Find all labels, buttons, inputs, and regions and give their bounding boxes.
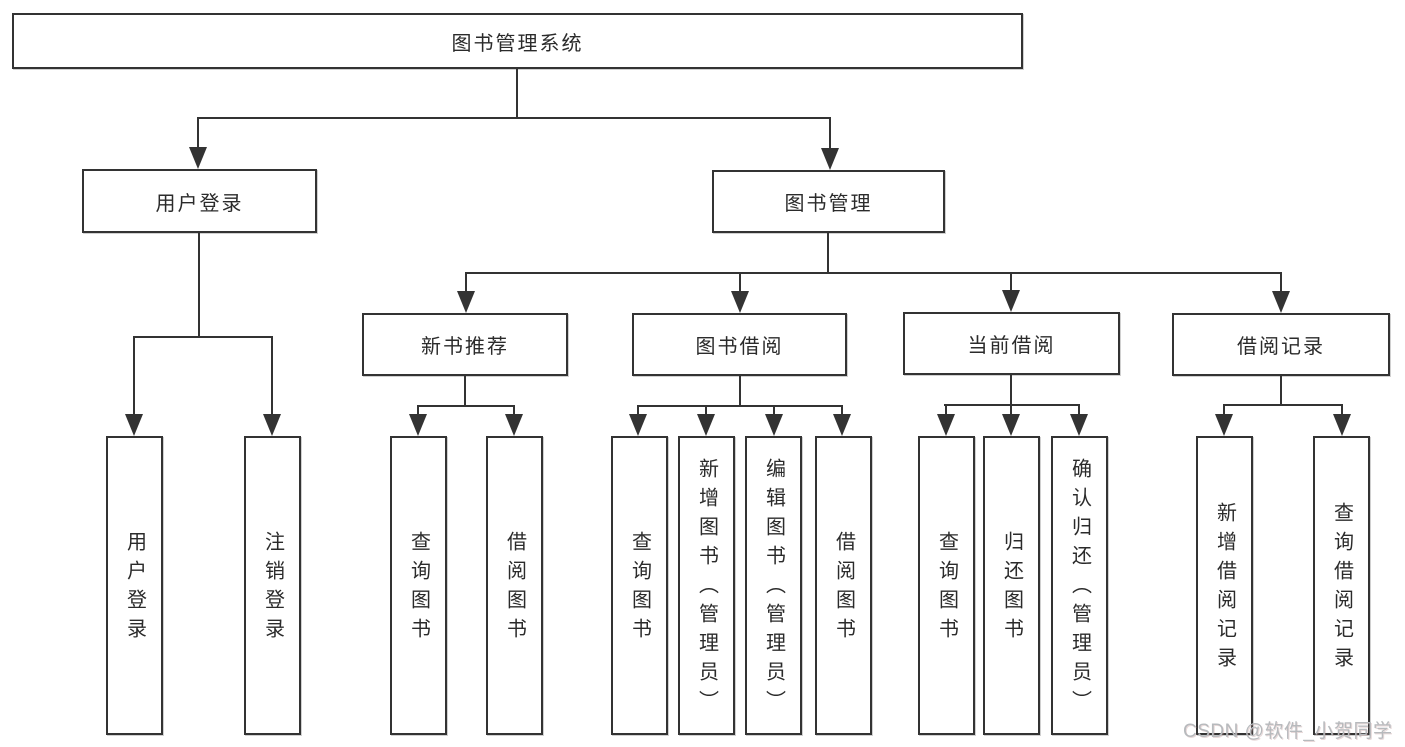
connector-section-stem (1010, 375, 1012, 406)
leaf-edit-book-admin: 编辑图书（管理员） (745, 436, 802, 735)
arrowhead-down-icon (1002, 290, 1020, 312)
node-current-borrow: 当前借阅 (903, 312, 1120, 375)
leaf-add-book-admin-label: 新增图书（管理员） (695, 458, 718, 719)
leaf-recommend-query-books: 查询图书 (390, 436, 447, 735)
node-borrow-records-label: 借阅记录 (1237, 336, 1325, 358)
leaf-recommend-query-books-label: 查询图书 (407, 530, 430, 647)
leaf-return-books-label: 归还图书 (1000, 530, 1023, 647)
connector-section-bus (944, 404, 1080, 406)
connector-line (829, 117, 831, 150)
leaf-logout: 注销登录 (244, 436, 301, 735)
csdn-watermark: CSDN @软件_小贺同学 (1183, 721, 1393, 742)
leaf-query-borrow-record: 查询借阅记录 (1313, 436, 1370, 735)
node-book-management-label: 图书管理 (784, 193, 873, 215)
leaf-recommend-borrow-books-label: 借阅图书 (503, 530, 526, 647)
node-current-borrow-label: 当前借阅 (967, 335, 1056, 357)
connector-line (773, 405, 775, 416)
connector-section-stem (739, 376, 741, 407)
connector-line (1078, 404, 1080, 416)
leaf-borrow-query-books: 查询图书 (611, 436, 668, 735)
connector-section-stem (1280, 376, 1282, 406)
arrowhead-down-icon (833, 414, 851, 436)
connector-section-stem (464, 376, 466, 407)
node-borrow-records: 借阅记录 (1172, 313, 1390, 376)
connector-root-bus (197, 117, 831, 119)
connector-line (705, 405, 707, 416)
node-book-borrow: 图书借阅 (632, 313, 847, 376)
node-user-login-label: 用户登录 (155, 192, 244, 215)
arrowhead-down-icon (505, 414, 523, 436)
node-new-book-recommend-label: 新书推荐 (421, 336, 509, 358)
arrowhead-down-icon (1333, 414, 1351, 436)
leaf-user-login-label: 用户登录 (123, 530, 146, 647)
connector-section-bus (1223, 404, 1343, 406)
arrowhead-down-icon (1215, 414, 1233, 436)
arrowhead-down-icon (457, 291, 475, 313)
connector-login-bus (133, 336, 273, 338)
connector-mgmt-stem (827, 233, 829, 274)
connector-mgmt-bus (465, 272, 1282, 274)
connector-section-bus (417, 405, 515, 407)
connector-line (417, 405, 419, 416)
arrowhead-down-icon (937, 414, 955, 436)
leaf-current-query-books-label: 查询图书 (935, 530, 958, 647)
arrowhead-down-icon (1070, 414, 1088, 436)
leaf-add-borrow-record-label: 新增借阅记录 (1213, 501, 1236, 676)
connector-login-stem (198, 233, 200, 338)
leaf-recommend-borrow-books: 借阅图书 (486, 436, 543, 735)
connector-line (739, 272, 741, 293)
node-book-management: 图书管理 (712, 170, 945, 233)
connector-line (841, 405, 843, 416)
leaf-return-books: 归还图书 (983, 436, 1040, 735)
leaf-logout-label: 注销登录 (261, 530, 284, 647)
node-new-book-recommend: 新书推荐 (362, 313, 568, 376)
connector-line (513, 405, 515, 416)
connector-line (465, 272, 467, 293)
connector-line (1280, 272, 1282, 293)
connector-line (133, 336, 135, 416)
arrowhead-down-icon (263, 414, 281, 436)
node-user-login: 用户登录 (82, 169, 317, 233)
arrowhead-down-icon (1272, 291, 1290, 313)
node-book-borrow-label: 图书借阅 (695, 336, 784, 358)
connector-line (1010, 272, 1012, 292)
node-library-system-label: 图书管理系统 (451, 32, 584, 55)
leaf-add-book-admin: 新增图书（管理员） (678, 436, 735, 735)
leaf-confirm-return-admin: 确认归还（管理员） (1051, 436, 1108, 735)
leaf-borrow-query-books-label: 查询图书 (628, 530, 651, 647)
arrowhead-down-icon (731, 291, 749, 313)
arrowhead-down-icon (821, 148, 839, 170)
connector-root-stem (516, 69, 518, 119)
connector-line (1223, 404, 1225, 416)
connector-line (197, 117, 199, 149)
connector-line (1341, 404, 1343, 416)
node-library-system: 图书管理系统 (12, 13, 1023, 69)
leaf-query-borrow-record-label: 查询借阅记录 (1330, 501, 1353, 676)
arrowhead-down-icon (1002, 414, 1020, 436)
leaf-borrow-books: 借阅图书 (815, 436, 872, 735)
leaf-user-login: 用户登录 (106, 436, 163, 735)
leaf-current-query-books: 查询图书 (918, 436, 975, 735)
arrowhead-down-icon (125, 414, 143, 436)
arrowhead-down-icon (189, 147, 207, 169)
connector-line (637, 405, 639, 416)
leaf-add-borrow-record: 新增借阅记录 (1196, 436, 1253, 735)
arrowhead-down-icon (697, 414, 715, 436)
connector-line (945, 404, 947, 416)
leaf-edit-book-admin-label: 编辑图书（管理员） (762, 458, 785, 719)
leaf-borrow-books-label: 借阅图书 (832, 530, 855, 647)
connector-line (1010, 404, 1012, 416)
arrowhead-down-icon (409, 414, 427, 436)
arrowhead-down-icon (765, 414, 783, 436)
arrowhead-down-icon (629, 414, 647, 436)
connector-line (271, 336, 273, 416)
leaf-confirm-return-admin-label: 确认归还（管理员） (1068, 458, 1091, 719)
connector-section-bus (637, 405, 843, 407)
